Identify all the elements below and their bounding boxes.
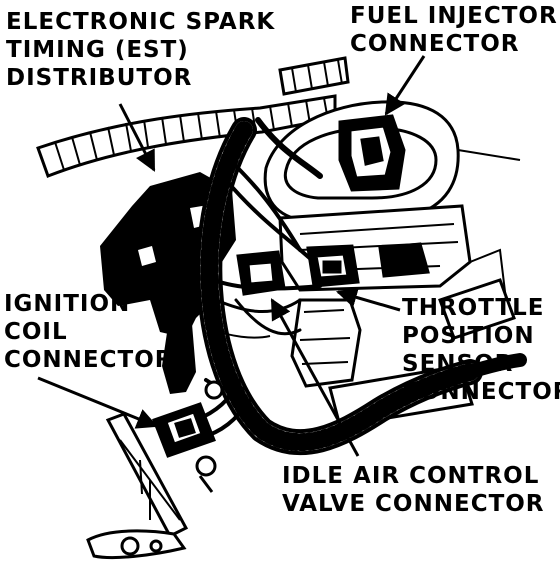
- label-est-line-2: TIMING (EST): [6, 37, 189, 63]
- leader-arrows: [37, 55, 426, 457]
- main-wire-harness: [196, 117, 527, 456]
- engine-detail-lines: [213, 149, 521, 339]
- label-est-line-3: DISTRIBUTOR: [6, 65, 193, 91]
- label-tps-line-1: THROTTLE: [402, 295, 545, 321]
- label-coil-line-3: CONNECTOR: [4, 347, 174, 373]
- coil-connector-shape: [152, 380, 224, 493]
- upper-harness-tube: [36, 56, 350, 178]
- label-tps-line-3: SENSOR: [402, 351, 514, 377]
- label-coil-line-1: IGNITION: [4, 291, 131, 317]
- tps-connector-shape: [306, 244, 360, 288]
- arrow-fuel-injector: [384, 55, 426, 116]
- arrow-est-distributor: [118, 103, 156, 172]
- label-coil-line-2: COIL: [4, 319, 68, 345]
- throttle-body: [263, 100, 516, 428]
- label-est-line-1: ELECTRONIC SPARK: [6, 9, 276, 35]
- arrow-throttle-position: [335, 287, 401, 312]
- label-tps-line-4: CONNECTOR: [402, 379, 560, 405]
- arrow-idle-air-control: [270, 298, 360, 457]
- arrow-ignition-coil: [37, 376, 158, 429]
- label-est-distributor: ELECTRONIC SPARK TIMING (EST) DISTRIBUTO…: [6, 8, 275, 92]
- label-iac-line-1: IDLE AIR CONTROL: [282, 463, 540, 489]
- label-ignition-coil: IGNITION COIL CONNECTOR: [4, 290, 173, 374]
- label-fuel-line-1: FUEL INJECTOR: [350, 3, 558, 29]
- label-throttle-position: THROTTLE POSITION SENSOR CONNECTOR: [402, 294, 560, 406]
- label-idle-air-control: IDLE AIR CONTROL VALVE CONNECTOR: [282, 462, 545, 518]
- label-fuel-injector: FUEL INJECTOR CONNECTOR: [350, 2, 558, 58]
- label-fuel-line-2: CONNECTOR: [350, 31, 520, 57]
- label-iac-line-2: VALVE CONNECTOR: [282, 491, 545, 517]
- label-tps-line-2: POSITION: [402, 323, 535, 349]
- mounting-bracket: [86, 412, 189, 560]
